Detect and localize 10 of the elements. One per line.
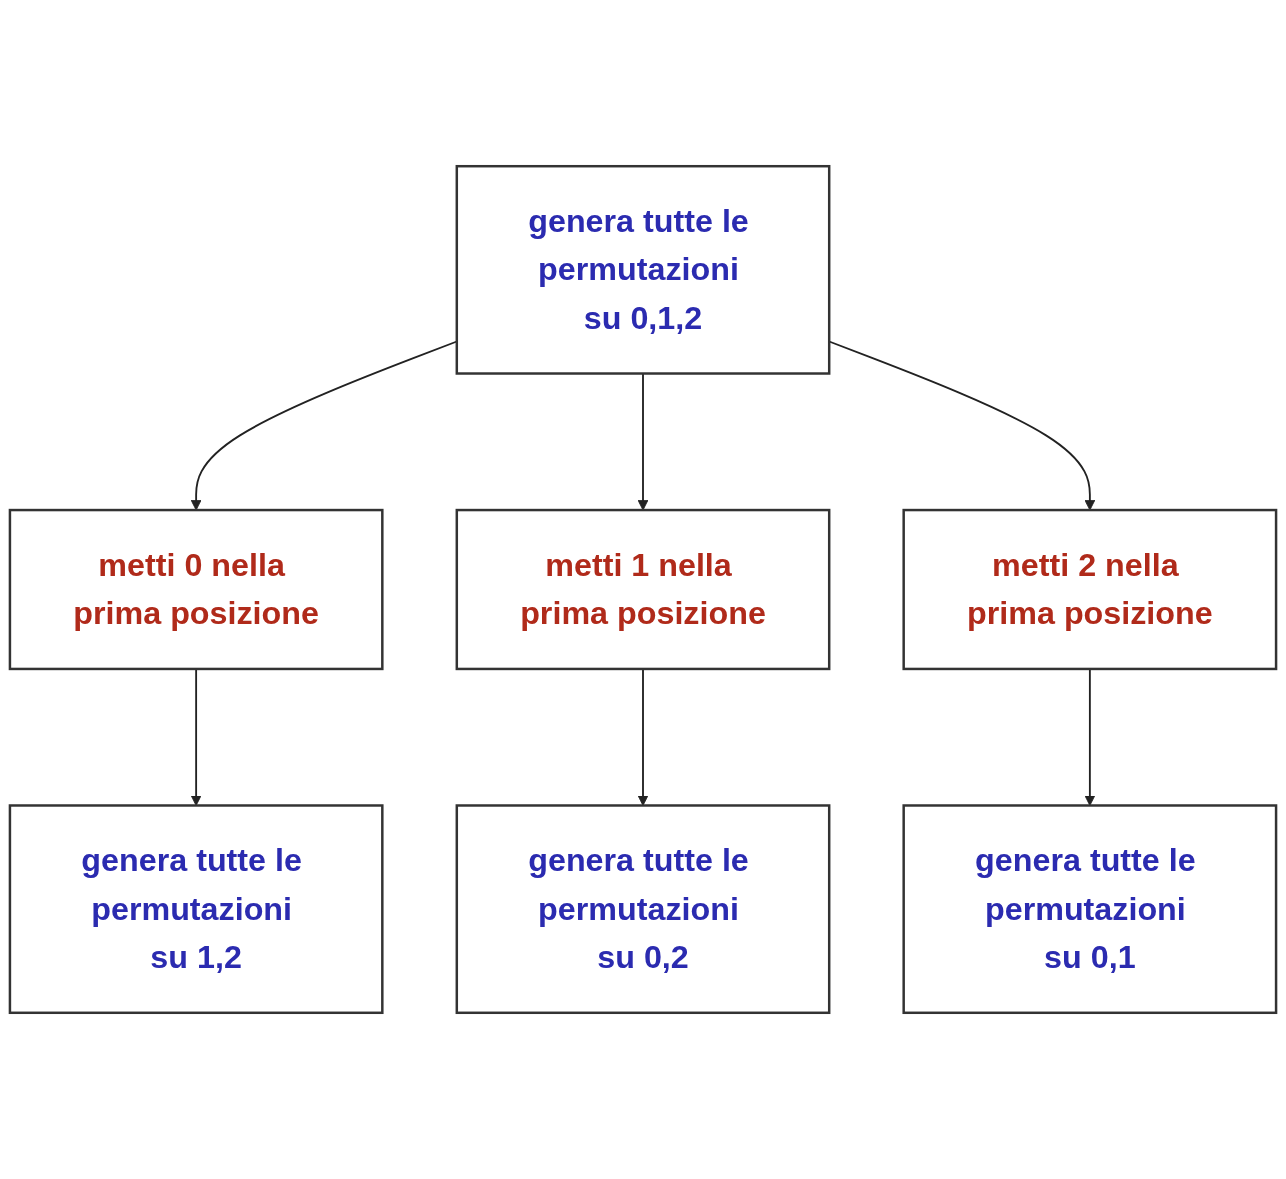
node-box: genera tutte le permutazioni su 0,2 bbox=[455, 804, 831, 1015]
node-box: metti 1 nella prima posizione bbox=[455, 508, 831, 671]
node-box: genera tutte le permutazioni su 1,2 bbox=[8, 804, 384, 1015]
node-box: genera tutte le permutazioni su 0,1 bbox=[902, 804, 1278, 1015]
node-box: genera tutte le permutazioni su 0,1,2 bbox=[455, 164, 831, 375]
node-box: metti 0 nella prima posizione bbox=[8, 508, 384, 671]
node-box: metti 2 nella prima posizione bbox=[902, 508, 1278, 671]
arrow bbox=[1084, 668, 1096, 806]
arrow bbox=[190, 668, 202, 806]
arrow bbox=[637, 668, 649, 806]
